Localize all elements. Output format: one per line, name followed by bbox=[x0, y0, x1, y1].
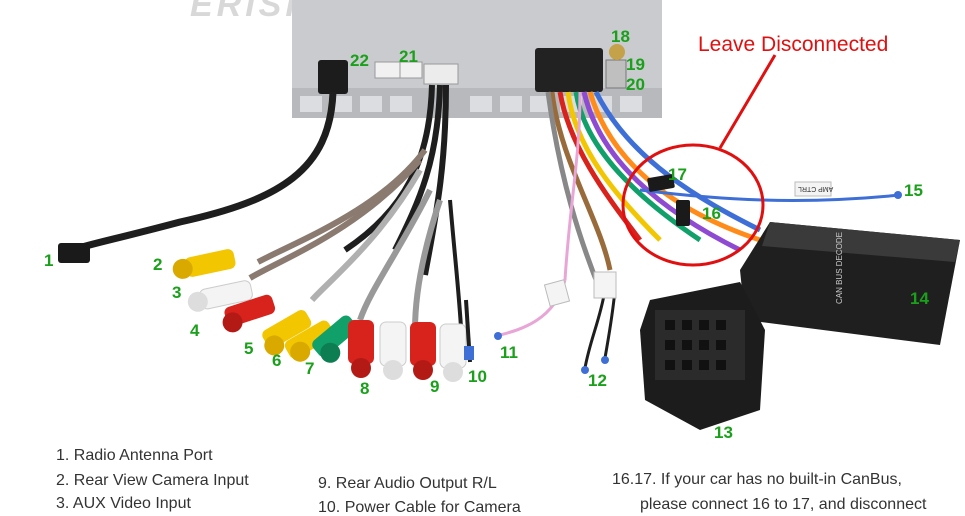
head-unit-chassis bbox=[292, 0, 662, 118]
callout-14: 14 bbox=[910, 289, 929, 308]
callout-12: 12 bbox=[588, 371, 607, 390]
callout-22: 22 bbox=[350, 51, 369, 70]
legend-item-2: 2. Rear View Camera Input bbox=[56, 472, 249, 489]
callout-2: 2 bbox=[153, 255, 163, 274]
amp-ctrl-label: AMP CTRL bbox=[798, 185, 834, 192]
callout-11: 11 bbox=[500, 343, 518, 362]
amp-ctrl-tag bbox=[794, 181, 832, 197]
iso-connector bbox=[640, 282, 765, 430]
callout-6: 6 bbox=[272, 351, 282, 370]
legend-item-16-17: 16.17. If your car has no built-in CanBu… bbox=[612, 471, 902, 488]
legend-item-3: 3. AUX Video Input bbox=[56, 495, 191, 512]
callout-13: 13 bbox=[714, 423, 733, 442]
callout-17: 17 bbox=[668, 165, 687, 184]
callout-10: 10 bbox=[468, 367, 487, 386]
antenna-cable bbox=[58, 91, 337, 263]
callout-4: 4 bbox=[190, 321, 200, 340]
callout-5: 5 bbox=[244, 339, 254, 358]
leave-disconnected-label: Leave Disconnected bbox=[698, 33, 889, 56]
callout-20: 20 bbox=[626, 75, 645, 94]
callout-15: 15 bbox=[904, 181, 923, 200]
callout-9: 9 bbox=[430, 377, 440, 396]
rca-bundle bbox=[248, 84, 464, 346]
callout-19: 19 bbox=[626, 55, 645, 74]
legend-item-16-17-cont: please connect 16 to 17, and disconnect bbox=[640, 496, 927, 513]
callout-16: 16 bbox=[702, 204, 721, 223]
legend-item-1: 1. Radio Antenna Port bbox=[56, 447, 213, 464]
connectors-16-17 bbox=[647, 174, 690, 226]
callout-8: 8 bbox=[360, 379, 370, 398]
legend-item-9: 9. Rear Audio Output R/L bbox=[318, 475, 497, 492]
wire-tips bbox=[494, 191, 902, 374]
canbus-decoder-box bbox=[740, 222, 960, 345]
callout-7: 7 bbox=[305, 359, 315, 378]
disconnect-annotation bbox=[621, 54, 777, 267]
canbus-label: CAN BUS DECODE bbox=[835, 232, 844, 305]
callout-1: 1 bbox=[44, 251, 54, 270]
callout-3: 3 bbox=[172, 283, 182, 302]
callout-21: 21 bbox=[399, 47, 418, 66]
callout-18: 18 bbox=[611, 27, 630, 46]
legend-item-10: 10. Power Cable for Camera bbox=[318, 499, 521, 516]
rca-plugs bbox=[172, 249, 474, 382]
